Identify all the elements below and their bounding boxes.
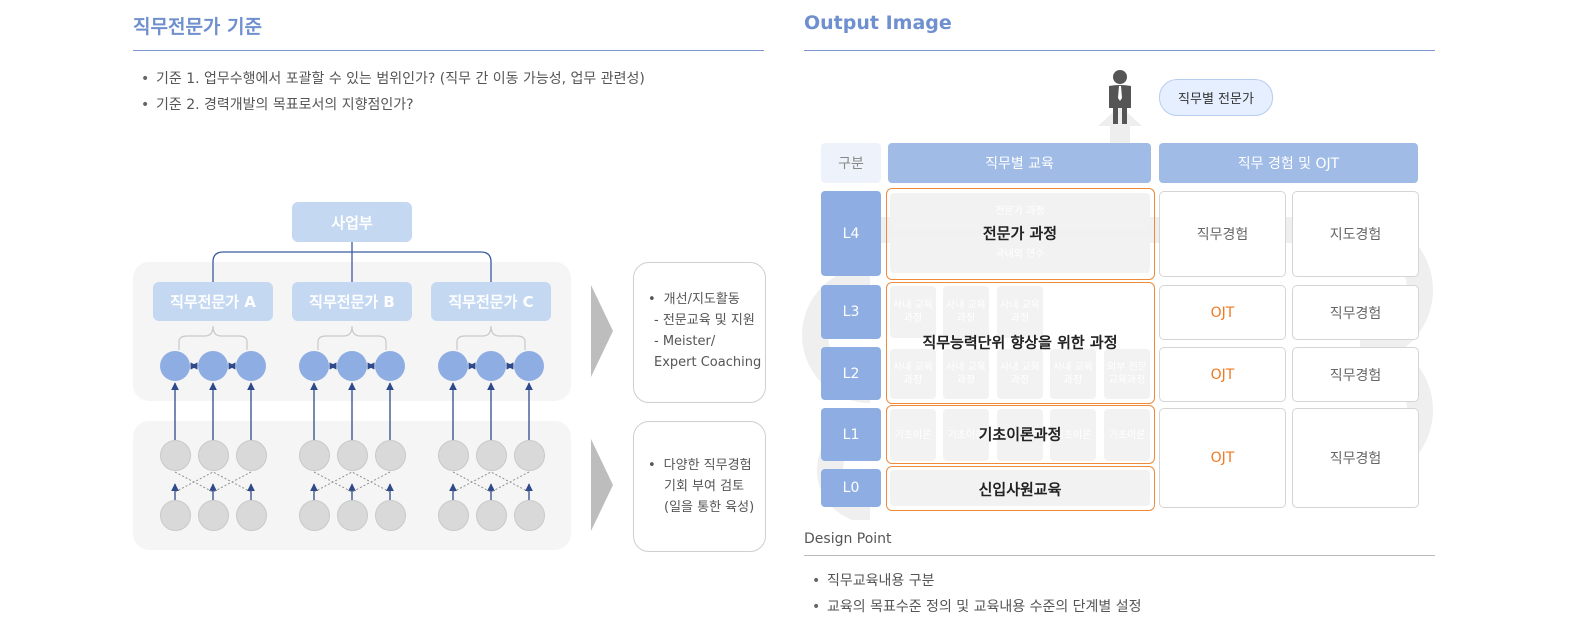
design-point-list: 직무교육내용 구분 교육의 목표수준 정의 및 교육내용 수준의 단계별 설정 [804,568,1142,620]
exp-cell: 직무경험 [1292,347,1419,402]
expert-member-node [160,351,190,381]
faded-course-cell: 기초이론 [1050,409,1096,461]
expert-by-job-label: 직무별 전문가 [1159,79,1273,116]
staff-member-node [514,440,545,471]
note-line: - 전문교육 및 지원 [654,313,755,328]
staff-member-node [375,500,406,531]
criteria-list: 기준 1. 업무수행에서 포괄할 수 있는 범위인가? (직무 간 이동 가능성… [133,66,645,118]
newhire-label: 신입사원교육 [978,480,1062,499]
exp-cell: 직무경험 [1159,191,1286,277]
ojt-cell: OJT [1159,408,1286,508]
header-category: 구분 [821,143,881,183]
expert-member-node [236,351,266,381]
criteria-item: 기준 2. 경력개발의 목표로서의 지향점인가? [133,92,645,118]
staff-member-node [438,440,469,471]
expert-member-node [438,351,468,381]
chevron-arrow-icon [591,439,613,531]
expert-c-node: 직무전문가 C [431,282,551,321]
expert-course-label: 전문가 과정 [982,224,1058,243]
faded-course-cell: 사내 교육과정 [1050,349,1096,399]
basic-theory-label: 기초이론과정 [978,425,1062,444]
expert-member-node [375,351,405,381]
faded-newhire-common: 신입사원교육(공통) [890,470,1150,506]
staff-member-node [160,500,191,531]
note-line: 기회 부여 검토 [664,479,745,494]
right-section-title: Output Image [804,12,952,34]
note-line: (일을 통한 육성) [664,500,755,515]
staff-member-node [476,440,507,471]
level-l3: L3 [821,285,881,339]
faded-course-cell: 외부 전문 교육과정 [1104,349,1150,399]
staff-member-node [198,500,229,531]
org-diagram-connectors [171,241,533,500]
expert-person-icon [1098,70,1142,144]
ojt-cell: OJT [1159,285,1286,340]
staff-member-node [476,500,507,531]
competency-course-label: 직무능력단위 향상을 위한 과정 [922,333,1118,352]
note-line: - Meister/ [654,334,716,349]
note-line: 다양한 직무경험 [663,458,752,473]
job-experience-note: •다양한 직무경험 기회 부여 검토 (일을 통한 육성) [633,421,766,552]
chevron-arrow-icon [591,285,613,377]
faded-course-cell: 사내 교육과정 [943,286,989,338]
faded-course-cell: 사내 교육과정 [997,286,1043,338]
staff-member-node [299,440,330,471]
newhire-group [886,466,1155,511]
faded-course-cell: 사내 교육과정 [943,349,989,399]
business-unit-node: 사업부 [292,202,412,242]
design-point-item: 교육의 목표수준 정의 및 교육내용 수준의 단계별 설정 [804,594,1142,620]
ojt-cell: OJT [1159,347,1286,402]
level-l1: L1 [821,408,881,461]
exp-cell: 직무경험 [1292,285,1419,340]
staff-member-node [438,500,469,531]
design-point-item: 직무교육내용 구분 [804,568,1142,594]
exp-cell: 지도경험 [1292,191,1419,277]
design-point-title: Design Point [804,531,892,547]
note-bullet: 개선/지도활동 [663,292,740,307]
level-l2: L2 [821,347,881,400]
right-title-divider [804,50,1435,51]
expert-member-node [337,351,367,381]
staff-member-node [337,500,368,531]
expert-activity-note: •개선/지도활동 - 전문교육 및 지원 - Meister/ Expert C… [633,262,766,403]
staff-member-node [299,500,330,531]
faded-course-cell: 사내 교육과정 [890,286,936,338]
exp-cell: 직무경험 [1292,408,1419,508]
note-line: Expert Coaching [654,355,762,370]
level-l0: L0 [821,469,881,507]
competency-course-group [886,282,1155,404]
staff-member-node [514,500,545,531]
faded-course-cell: 사내 교육과정 [997,349,1043,399]
expert-a-node: 직무전문가 A [153,282,273,321]
staff-member-node [375,440,406,471]
expert-course-group [886,188,1155,280]
expert-member-node [476,351,506,381]
staff-member-node [236,440,267,471]
level-l4: L4 [821,191,881,276]
faded-course-cell: 기초이론 [943,409,989,461]
faded-course-cell: 사내 교육과정 [890,349,936,399]
expert-b-node: 직무전문가 B [292,282,412,321]
left-title-divider [133,50,764,51]
faded-overseas-training: 국내외 연수 [890,236,1150,273]
faded-course-cell: 기초이론 [890,409,936,461]
staff-member-node [160,440,191,471]
faded-expert-course: 전문가 과정 [890,193,1150,230]
design-point-divider [804,555,1435,556]
staff-member-node [198,440,229,471]
expert-member-node [514,351,544,381]
staff-member-node [337,440,368,471]
basic-theory-group [886,405,1155,464]
header-experience-ojt: 직무 경험 및 OJT [1159,143,1418,183]
staff-member-node [236,500,267,531]
expert-member-node [299,351,329,381]
criteria-item: 기준 1. 업무수행에서 포괄할 수 있는 범위인가? (직무 간 이동 가능성… [133,66,645,92]
expert-member-node [198,351,228,381]
left-section-title: 직무전문가 기준 [133,16,262,38]
header-job-education: 직무별 교육 [888,143,1151,183]
faded-course-cell: 기초이론 [1104,409,1150,461]
faded-course-cell: 기초이론 [997,409,1043,461]
